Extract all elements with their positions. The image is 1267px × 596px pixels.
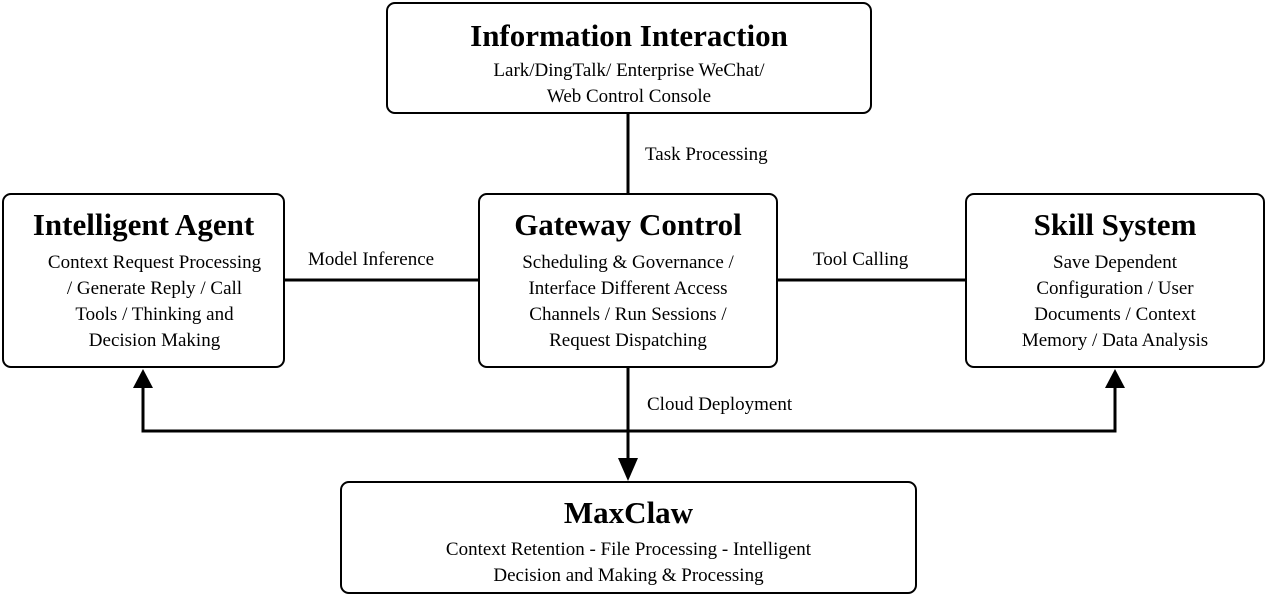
desc-line: Request Dispatching: [549, 330, 707, 351]
edge-label-task-processing: Task Processing: [645, 144, 768, 165]
intelligent-agent-desc: Context Request Processing / Generate Re…: [26, 250, 283, 354]
maxclaw-node: MaxClaw Context Retention - File Process…: [340, 481, 917, 594]
desc-line: Configuration / User: [1036, 278, 1194, 299]
intelligent-agent-node: Intelligent Agent Context Request Proces…: [2, 193, 285, 368]
gateway-control-node: Gateway Control Scheduling & Governance …: [478, 193, 778, 368]
maxclaw-title: MaxClaw: [563, 495, 694, 530]
desc-line: Web Control Console: [546, 86, 712, 107]
edge-label-cloud-deployment: Cloud Deployment: [647, 394, 793, 415]
gateway-control-title: Gateway Control: [514, 207, 742, 242]
edge-split-to-skill: [628, 386, 1117, 433]
edge-label-tool-calling: Tool Calling: [813, 249, 909, 270]
edge-label-model-inference: Model Inference: [308, 249, 435, 270]
desc-line: Interface Different Access: [528, 278, 728, 299]
desc-line: / Generate Reply / Call: [66, 278, 243, 299]
info-interaction-desc: Lark/DingTalk/ Enterprise WeChat/ Web Co…: [388, 58, 870, 110]
desc-line: Lark/DingTalk/ Enterprise WeChat/: [493, 60, 765, 81]
desc-line: Context Request Processing: [47, 252, 262, 273]
edge-split-to-agent: [141, 386, 628, 433]
arrowhead-up-agent: [133, 369, 153, 388]
skill-system-node: Skill System Save Dependent Configuratio…: [965, 193, 1265, 368]
desc-line: Tools / Thinking and: [75, 304, 234, 325]
desc-line: Save Dependent: [1053, 252, 1177, 273]
info-interaction-title: Information Interaction: [470, 18, 788, 53]
skill-system-desc: Save Dependent Configuration / User Docu…: [967, 250, 1263, 354]
info-interaction-node: Information Interaction Lark/DingTalk/ E…: [386, 2, 872, 114]
arrowhead-up-skill: [1105, 369, 1125, 388]
gateway-control-desc: Scheduling & Governance / Interface Diff…: [480, 250, 776, 354]
desc-line: Scheduling & Governance /: [522, 252, 734, 273]
desc-line: Decision and Making & Processing: [493, 565, 764, 586]
desc-line: Context Retention - File Processing - In…: [445, 539, 812, 560]
desc-line: Memory / Data Analysis: [1021, 330, 1209, 351]
maxclaw-desc: Context Retention - File Processing - In…: [342, 537, 915, 589]
desc-line: Documents / Context: [1034, 304, 1196, 325]
arrowhead-down-maxclaw: [618, 458, 638, 481]
desc-line: Decision Making: [88, 330, 221, 351]
desc-line: Channels / Run Sessions /: [529, 304, 727, 325]
skill-system-title: Skill System: [1033, 207, 1197, 242]
intelligent-agent-title: Intelligent Agent: [32, 207, 255, 242]
